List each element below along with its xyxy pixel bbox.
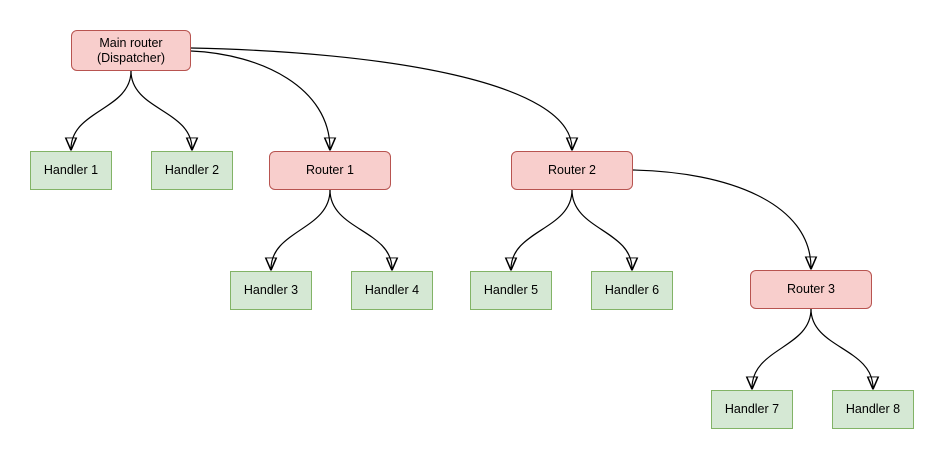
edge-main-router-to-handler-1 (71, 70, 132, 149)
node-handler-3-label: Handler 3 (243, 283, 299, 297)
node-handler-6: Handler 6 (591, 271, 673, 310)
node-router-3-label: Router 3 (787, 282, 835, 296)
node-handler-2-label: Handler 2 (164, 163, 220, 177)
node-handler-8-label: Handler 8 (845, 402, 901, 416)
edge-router-3-to-handler-8 (810, 308, 873, 388)
node-router-2-label: Router 2 (548, 163, 596, 177)
node-handler-1: Handler 1 (30, 151, 112, 190)
edge-router-2-to-handler-6 (571, 189, 632, 269)
node-main-router-label-line1: Main router (99, 35, 163, 50)
edge-router-2-to-handler-5 (511, 189, 573, 269)
node-handler-8: Handler 8 (832, 390, 914, 429)
node-handler-7-label: Handler 7 (724, 402, 780, 416)
node-handler-4: Handler 4 (351, 271, 433, 310)
edge-router-1-to-handler-3 (271, 189, 331, 269)
node-handler-2: Handler 2 (151, 151, 233, 190)
node-main-router-label-line2: (Dispatcher) (96, 50, 166, 65)
node-handler-4-label: Handler 4 (364, 283, 420, 297)
edge-router-3-to-handler-7 (752, 308, 812, 388)
node-router-1: Router 1 (269, 151, 391, 190)
edge-router-1-to-handler-4 (329, 189, 392, 269)
edge-router-2-to-router-3 (632, 169, 811, 268)
edge-main-router-to-router-2 (190, 47, 572, 149)
node-main-router: Main router (Dispatcher) (71, 30, 191, 71)
edge-main-router-to-handler-2 (130, 70, 192, 149)
node-handler-1-label: Handler 1 (43, 163, 99, 177)
node-router-1-label: Router 1 (306, 163, 354, 177)
node-handler-6-label: Handler 6 (604, 283, 660, 297)
node-handler-3: Handler 3 (230, 271, 312, 310)
edge-main-router-to-router-1 (190, 50, 330, 149)
node-router-2: Router 2 (511, 151, 633, 190)
node-handler-5: Handler 5 (470, 271, 552, 310)
node-handler-7: Handler 7 (711, 390, 793, 429)
node-router-3: Router 3 (750, 270, 872, 309)
node-handler-5-label: Handler 5 (483, 283, 539, 297)
